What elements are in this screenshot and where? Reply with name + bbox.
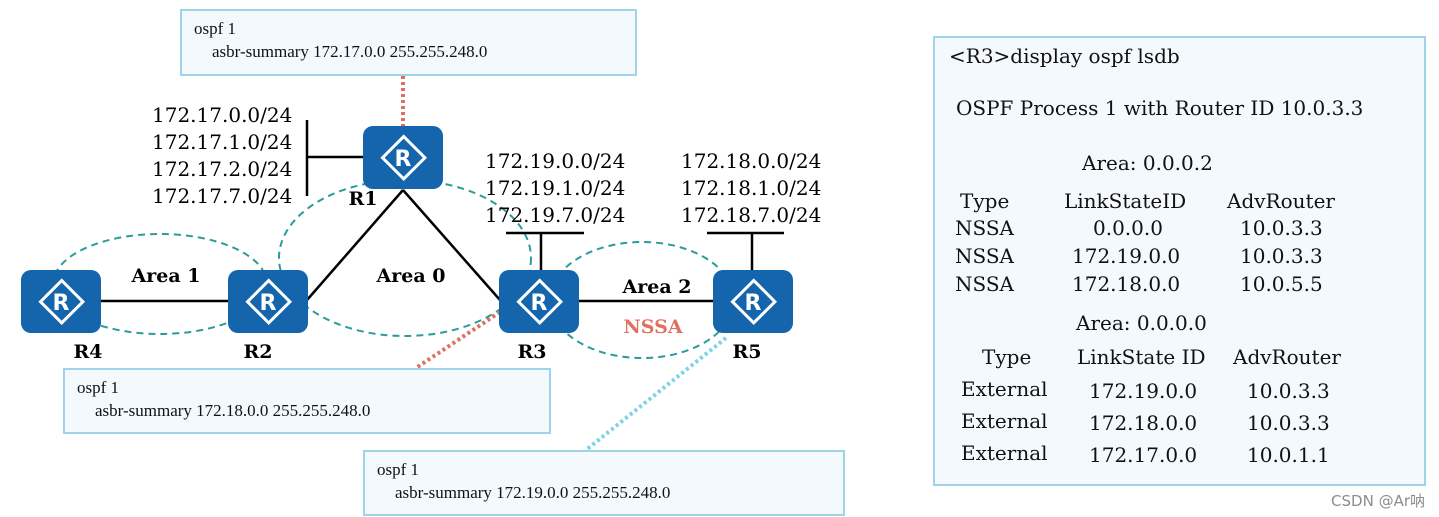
area-2-label: Area 2 bbox=[622, 276, 692, 298]
nssa-label: NSSA bbox=[623, 316, 682, 338]
lsdb-cell: NSSA bbox=[955, 244, 1014, 268]
lsdb-cell: NSSA bbox=[955, 216, 1014, 240]
r5-label: R5 bbox=[732, 341, 761, 363]
r5-config-box: ospf 1 asbr-summary 172.19.0.0 255.255.2… bbox=[363, 450, 845, 516]
r1-route: 172.17.2.0/24 bbox=[152, 157, 292, 181]
r5-stub-networks bbox=[707, 231, 784, 270]
router-r1[interactable]: R bbox=[363, 126, 443, 189]
watermark: CSDN @Ar呐 bbox=[1331, 492, 1425, 510]
r1-route: 172.17.7.0/24 bbox=[152, 184, 292, 208]
r2-label: R2 bbox=[243, 341, 272, 363]
r3-stub-networks bbox=[506, 231, 584, 270]
lsdb-cell: 172.18.0.0 bbox=[1089, 411, 1198, 435]
r1-config-box: ospf 1 asbr-summary 172.17.0.0 255.255.2… bbox=[180, 9, 637, 76]
router-icon: R bbox=[516, 278, 564, 326]
lsdb-cell: 10.0.1.1 bbox=[1247, 443, 1330, 467]
config-line: asbr-summary 172.19.0.0 255.255.248.0 bbox=[395, 483, 671, 502]
config-line: asbr-summary 172.17.0.0 255.255.248.0 bbox=[212, 42, 488, 61]
lsdb-output-panel: <R3>display ospf lsdb OSPF Process 1 wit… bbox=[933, 36, 1426, 486]
link-r2-r1 bbox=[306, 189, 404, 301]
backbone-area-title: Area: 0.0.0.0 bbox=[1076, 311, 1207, 335]
nssa-header-lsid: LinkStateID bbox=[1064, 189, 1187, 213]
r1-stub-networks bbox=[305, 120, 363, 196]
r5-config-leader bbox=[584, 336, 728, 452]
router-r3[interactable]: R bbox=[499, 270, 579, 333]
config-line: asbr-summary 172.18.0.0 255.255.248.0 bbox=[95, 401, 371, 420]
router-icon: R bbox=[245, 278, 293, 326]
r3-label: R3 bbox=[517, 341, 546, 363]
lsdb-cell: 10.0.3.3 bbox=[1247, 411, 1330, 435]
nssa-header-type: Type bbox=[960, 189, 1010, 213]
r3-route: 172.19.7.0/24 bbox=[485, 203, 625, 227]
backbone-header-lsid: LinkState ID bbox=[1077, 345, 1206, 369]
link-r1-r3 bbox=[402, 189, 501, 301]
backbone-header-adv: AdvRouter bbox=[1233, 345, 1341, 369]
config-line: ospf 1 bbox=[377, 460, 420, 479]
router-r2[interactable]: R bbox=[228, 270, 308, 333]
lsdb-cell: 10.0.3.3 bbox=[1247, 379, 1330, 403]
svg-text:R: R bbox=[260, 291, 277, 316]
lsdb-cell: 0.0.0.0 bbox=[1093, 216, 1163, 240]
lsdb-process: OSPF Process 1 with Router ID 10.0.3.3 bbox=[956, 96, 1364, 120]
router-icon: R bbox=[730, 278, 778, 326]
lsdb-cell: External bbox=[961, 377, 1048, 401]
backbone-header-type: Type bbox=[982, 345, 1032, 369]
router-icon: R bbox=[380, 134, 428, 182]
lsdb-cell: NSSA bbox=[955, 272, 1014, 296]
router-r5[interactable]: R bbox=[713, 270, 793, 333]
lsdb-cell: 10.0.5.5 bbox=[1240, 272, 1323, 296]
svg-text:R: R bbox=[395, 147, 412, 172]
lsdb-cell: 10.0.3.3 bbox=[1240, 244, 1323, 268]
lsdb-cell: 172.17.0.0 bbox=[1089, 443, 1198, 467]
r5-route: 172.18.1.0/24 bbox=[681, 176, 821, 200]
r3-route: 172.19.1.0/24 bbox=[485, 176, 625, 200]
r5-route: 172.18.7.0/24 bbox=[681, 203, 821, 227]
config-line: ospf 1 bbox=[194, 19, 237, 38]
r1-route: 172.17.0.0/24 bbox=[152, 103, 292, 127]
lsdb-command: <R3>display ospf lsdb bbox=[949, 44, 1180, 68]
svg-text:R: R bbox=[745, 291, 762, 316]
area-1-label: Area 1 bbox=[131, 265, 201, 287]
r4-label: R4 bbox=[73, 341, 102, 363]
lsdb-cell: External bbox=[961, 409, 1048, 433]
r3-route: 172.19.0.0/24 bbox=[485, 149, 625, 173]
svg-text:R: R bbox=[531, 291, 548, 316]
svg-text:R: R bbox=[53, 291, 70, 316]
area-0-label: Area 0 bbox=[376, 265, 446, 287]
lsdb-cell: 172.19.0.0 bbox=[1089, 379, 1198, 403]
lsdb-cell: External bbox=[961, 441, 1048, 465]
r3-config-box: ospf 1 asbr-summary 172.18.0.0 255.255.2… bbox=[63, 368, 551, 434]
lsdb-cell: 172.19.0.0 bbox=[1072, 244, 1181, 268]
config-line: ospf 1 bbox=[77, 378, 120, 397]
lsdb-cell: 10.0.3.3 bbox=[1240, 216, 1323, 240]
router-icon: R bbox=[38, 278, 86, 326]
router-r4[interactable]: R bbox=[21, 270, 101, 333]
nssa-area-title: Area: 0.0.0.2 bbox=[1082, 151, 1213, 175]
r5-route: 172.18.0.0/24 bbox=[681, 149, 821, 173]
r1-route: 172.17.1.0/24 bbox=[152, 130, 292, 154]
r1-label: R1 bbox=[348, 188, 377, 210]
lsdb-cell: 172.18.0.0 bbox=[1072, 272, 1181, 296]
r3-config-leader bbox=[414, 310, 502, 370]
nssa-header-adv: AdvRouter bbox=[1227, 189, 1335, 213]
